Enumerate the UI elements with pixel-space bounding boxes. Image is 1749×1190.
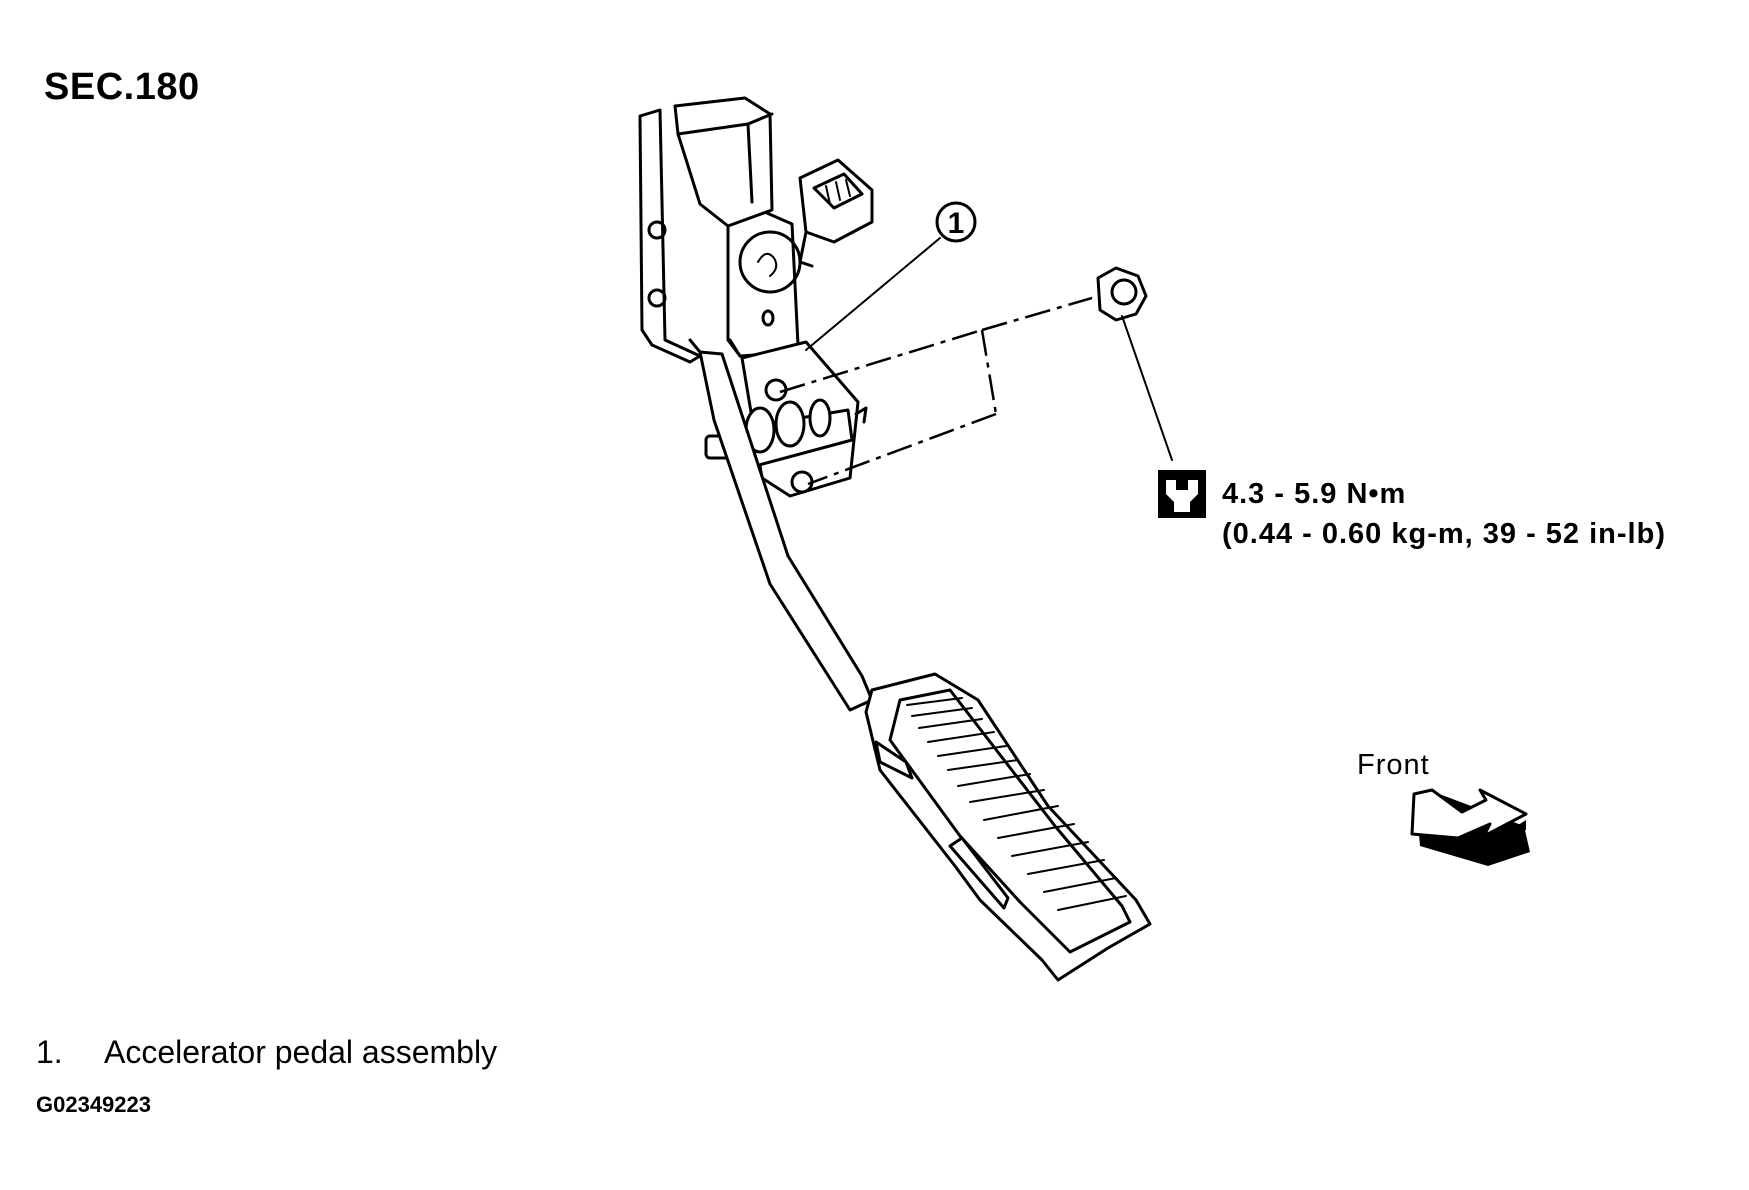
- torque-wrench-icon: [1158, 470, 1206, 518]
- electrical-connector: [798, 158, 874, 268]
- pedal-pad: [864, 672, 1152, 982]
- front-arrow-icon: [1410, 788, 1530, 866]
- figure-id: G02349223: [36, 1092, 151, 1117]
- legend-item-number: 1.: [36, 1034, 63, 1070]
- torque-leader: [1121, 315, 1173, 461]
- front-label: Front: [1357, 749, 1430, 781]
- section-label: SEC.180: [44, 66, 200, 108]
- installation-lines: [779, 296, 1093, 486]
- torque-spec-nm: 4.3 - 5.9 N•m: [1222, 478, 1407, 510]
- callout-1-number: 1: [948, 207, 965, 240]
- torque-spec-alt: (0.44 - 0.60 kg-m, 39 - 52 in-lb): [1222, 518, 1666, 550]
- callout-1: 1: [805, 201, 977, 351]
- nut: [1096, 266, 1148, 322]
- sensor-housing: [673, 96, 802, 358]
- mounting-bracket: [638, 108, 702, 364]
- pad-ribs: [906, 697, 1127, 911]
- legend-item-text: Accelerator pedal assembly: [104, 1034, 498, 1070]
